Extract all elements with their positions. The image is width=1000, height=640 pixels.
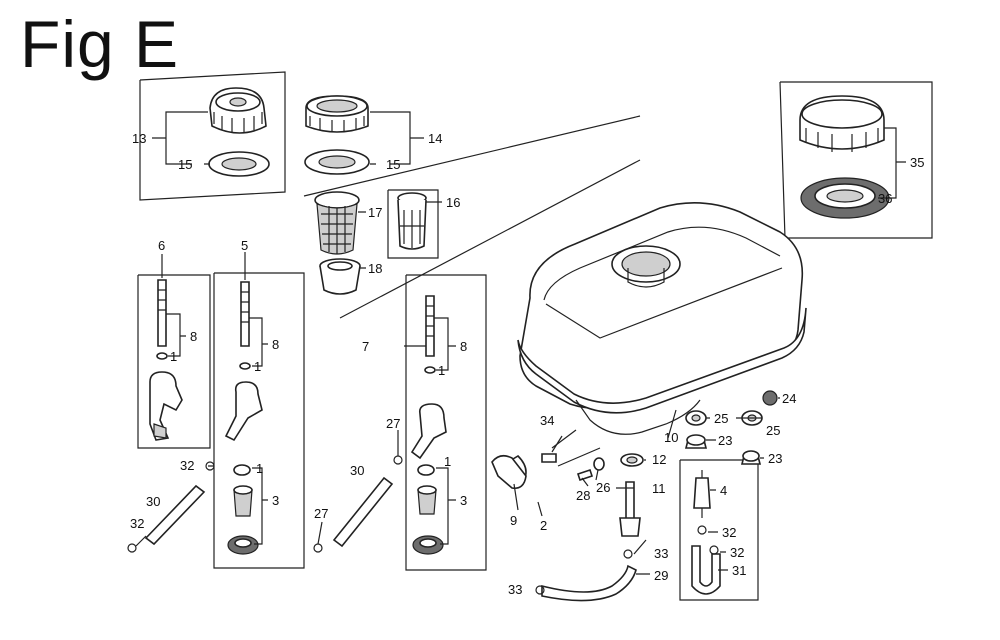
callout-32-right-lower: 32 (730, 545, 744, 560)
seal-ring-15-left (208, 151, 270, 177)
box-cock-6 (137, 274, 211, 449)
callout-8-left: 8 (190, 329, 197, 344)
callout-10: 10 (664, 430, 678, 445)
callout-32-left-lower: 32 (130, 516, 144, 531)
seal-36 (800, 177, 890, 219)
callout-1-right-upper: 1 (438, 363, 445, 378)
callout-25-right: 25 (766, 423, 780, 438)
callout-31: 31 (732, 563, 746, 578)
callout-30-center: 30 (350, 463, 364, 478)
callout-14: 14 (428, 131, 442, 146)
callout-8-right: 8 (460, 339, 467, 354)
callout-1-center-lower: 1 (256, 461, 263, 476)
hose-30-center (332, 476, 394, 548)
leader-lines (135, 111, 906, 575)
callout-13: 13 (132, 131, 146, 146)
callout-15-left: 15 (178, 157, 192, 172)
callout-23-right: 23 (768, 451, 782, 466)
fuel-cock-6 (149, 279, 183, 441)
callout-1-right-lower: 1 (444, 454, 451, 469)
callout-26: 26 (596, 480, 610, 495)
callout-5: 5 (241, 238, 248, 253)
figure-title: Fig E (20, 7, 180, 81)
fuel-filter-4 (693, 477, 711, 509)
guide-line-lower (339, 159, 641, 319)
callout-16: 16 (446, 195, 460, 210)
callout-1-center-upper: 1 (254, 359, 261, 374)
box-filter-31 (679, 459, 759, 601)
fuel-cap-35 (799, 95, 885, 152)
callout-23-left: 23 (718, 433, 732, 448)
callout-29: 29 (654, 568, 668, 583)
guide-line-upper (303, 115, 641, 197)
callout-12: 12 (652, 452, 666, 467)
strainer-17 (314, 191, 360, 255)
callout-30-left: 30 (146, 494, 160, 509)
callout-4: 4 (720, 483, 727, 498)
callout-27-left: 27 (314, 506, 328, 521)
callout-2: 2 (540, 518, 547, 533)
callout-32-left-upper: 32 (180, 458, 194, 473)
callout-3-right: 3 (460, 493, 467, 508)
hose-30-left (144, 484, 206, 546)
callout-24: 24 (782, 391, 796, 406)
strainer-16 (397, 192, 427, 250)
callout-8-center: 8 (272, 337, 279, 352)
callout-11: 11 (652, 481, 666, 496)
callout-labels: 13 15 14 15 16 17 18 35 36 6 8 1 5 8 1 1… (130, 131, 924, 597)
fuel-hoses (144, 454, 721, 602)
callout-15-center: 15 (386, 157, 400, 172)
callout-25-left: 25 (714, 411, 728, 426)
fuel-cock-7 (410, 295, 447, 555)
box-cock-5 (213, 272, 305, 569)
callout-1-left: 1 (170, 349, 177, 364)
callout-34: 34 (540, 413, 554, 428)
callout-35: 35 (910, 155, 924, 170)
callout-3-center: 3 (272, 493, 279, 508)
fuel-cap-13 (209, 87, 267, 134)
box-cap-35 (779, 81, 933, 239)
callout-36: 36 (878, 191, 892, 206)
callout-27-center: 27 (386, 416, 400, 431)
callout-9: 9 (510, 513, 517, 528)
callout-32-right-upper: 32 (722, 525, 736, 540)
callout-33-right: 33 (654, 546, 668, 561)
fuel-cap-14 (305, 95, 369, 133)
hose-29 (541, 564, 637, 602)
callout-6: 6 (158, 238, 165, 253)
fuel-tank-10 (517, 202, 807, 435)
callout-33-left: 33 (508, 582, 522, 597)
tank-mount-hardware (541, 390, 778, 482)
box-strainer-16 (387, 189, 439, 259)
filter-cup-18 (319, 258, 361, 295)
box-cap-13 (139, 71, 286, 201)
group-boxes (137, 71, 933, 601)
fuel-cock-5 (224, 281, 263, 555)
seal-ring-15-center (304, 149, 370, 175)
callout-28: 28 (576, 488, 590, 503)
callout-18: 18 (368, 261, 382, 276)
box-cock-7 (405, 274, 487, 571)
callout-7: 7 (362, 339, 369, 354)
callout-17: 17 (368, 205, 382, 220)
